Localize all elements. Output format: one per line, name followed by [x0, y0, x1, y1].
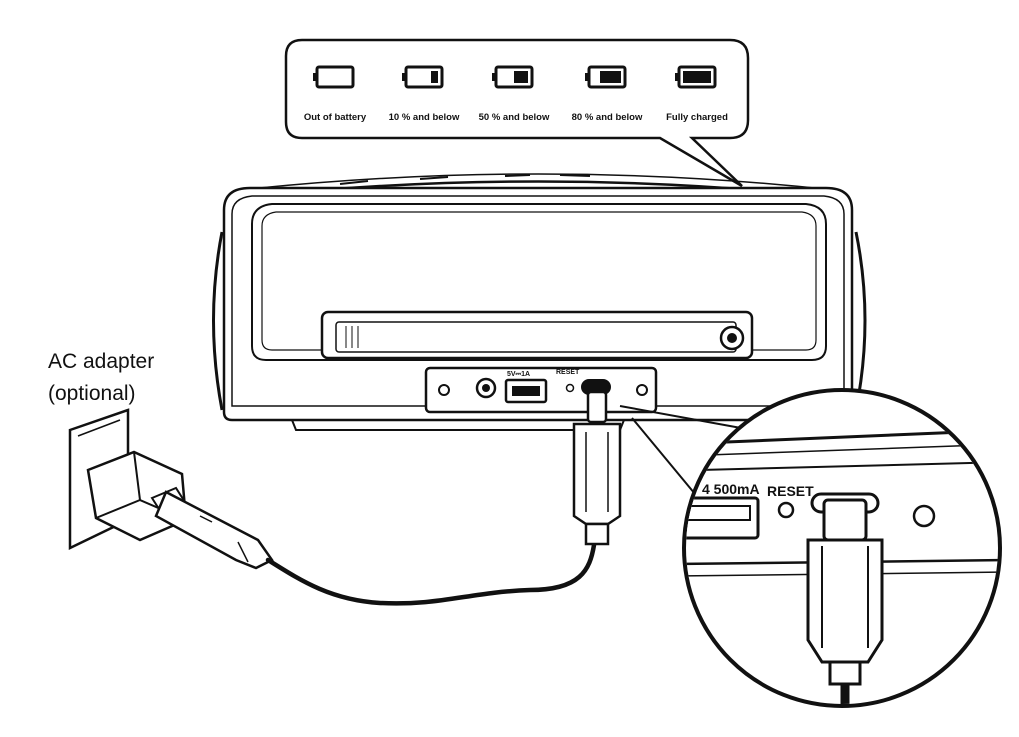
battery-terminal [675, 73, 679, 81]
usb-a-connector [150, 486, 274, 570]
battery-level-item: Out of battery [304, 65, 367, 123]
battery-level-item: Fully charged [666, 65, 728, 123]
screw-icon [438, 384, 450, 396]
battery-fill [683, 71, 711, 83]
usb-c-plug [572, 390, 622, 546]
battery-fill [514, 71, 528, 83]
usb-port-label: 5V⎓1A [507, 371, 530, 378]
screw-icon [636, 384, 648, 396]
battery-level-label: 80 % and below [572, 112, 643, 123]
battery-icon [315, 65, 355, 89]
battery-terminal [492, 73, 496, 81]
usb-cable [265, 542, 597, 606]
battery-level-list: Out of battery 10 % and below 50 % and bel… [304, 65, 728, 123]
reset-hole-zoomed [777, 501, 795, 519]
battery-level-label: Out of battery [304, 112, 367, 123]
battery-terminal [585, 73, 589, 81]
adapter-label-line2: (optional) [48, 382, 136, 405]
battery-fill [431, 71, 438, 83]
battery-terminal [313, 73, 317, 81]
battery-level-item: 80 % and below [572, 65, 643, 123]
battery-level-label: Fully charged [666, 112, 728, 123]
adapter-label-line1: AC adapter [48, 350, 154, 373]
battery-level-item: 10 % and below [389, 65, 460, 123]
aux-jack [475, 377, 497, 399]
usb-port-label-zoomed: 4 500mA [702, 481, 760, 497]
zoom-pointer [619, 405, 753, 501]
speaker-device [212, 173, 867, 431]
battery-fill [600, 71, 621, 83]
zoom-detail: 4 500mA RESET [682, 388, 1002, 708]
reset-hole [565, 383, 575, 393]
reset-label-zoomed: RESET [767, 483, 814, 499]
battery-level-item: 50 % and below [479, 65, 550, 123]
battery-terminal [402, 73, 406, 81]
reset-label: RESET [556, 369, 580, 376]
battery-level-label: 50 % and below [479, 112, 550, 123]
battery-legend-callout [284, 38, 750, 188]
battery-level-label: 10 % and below [389, 112, 460, 123]
